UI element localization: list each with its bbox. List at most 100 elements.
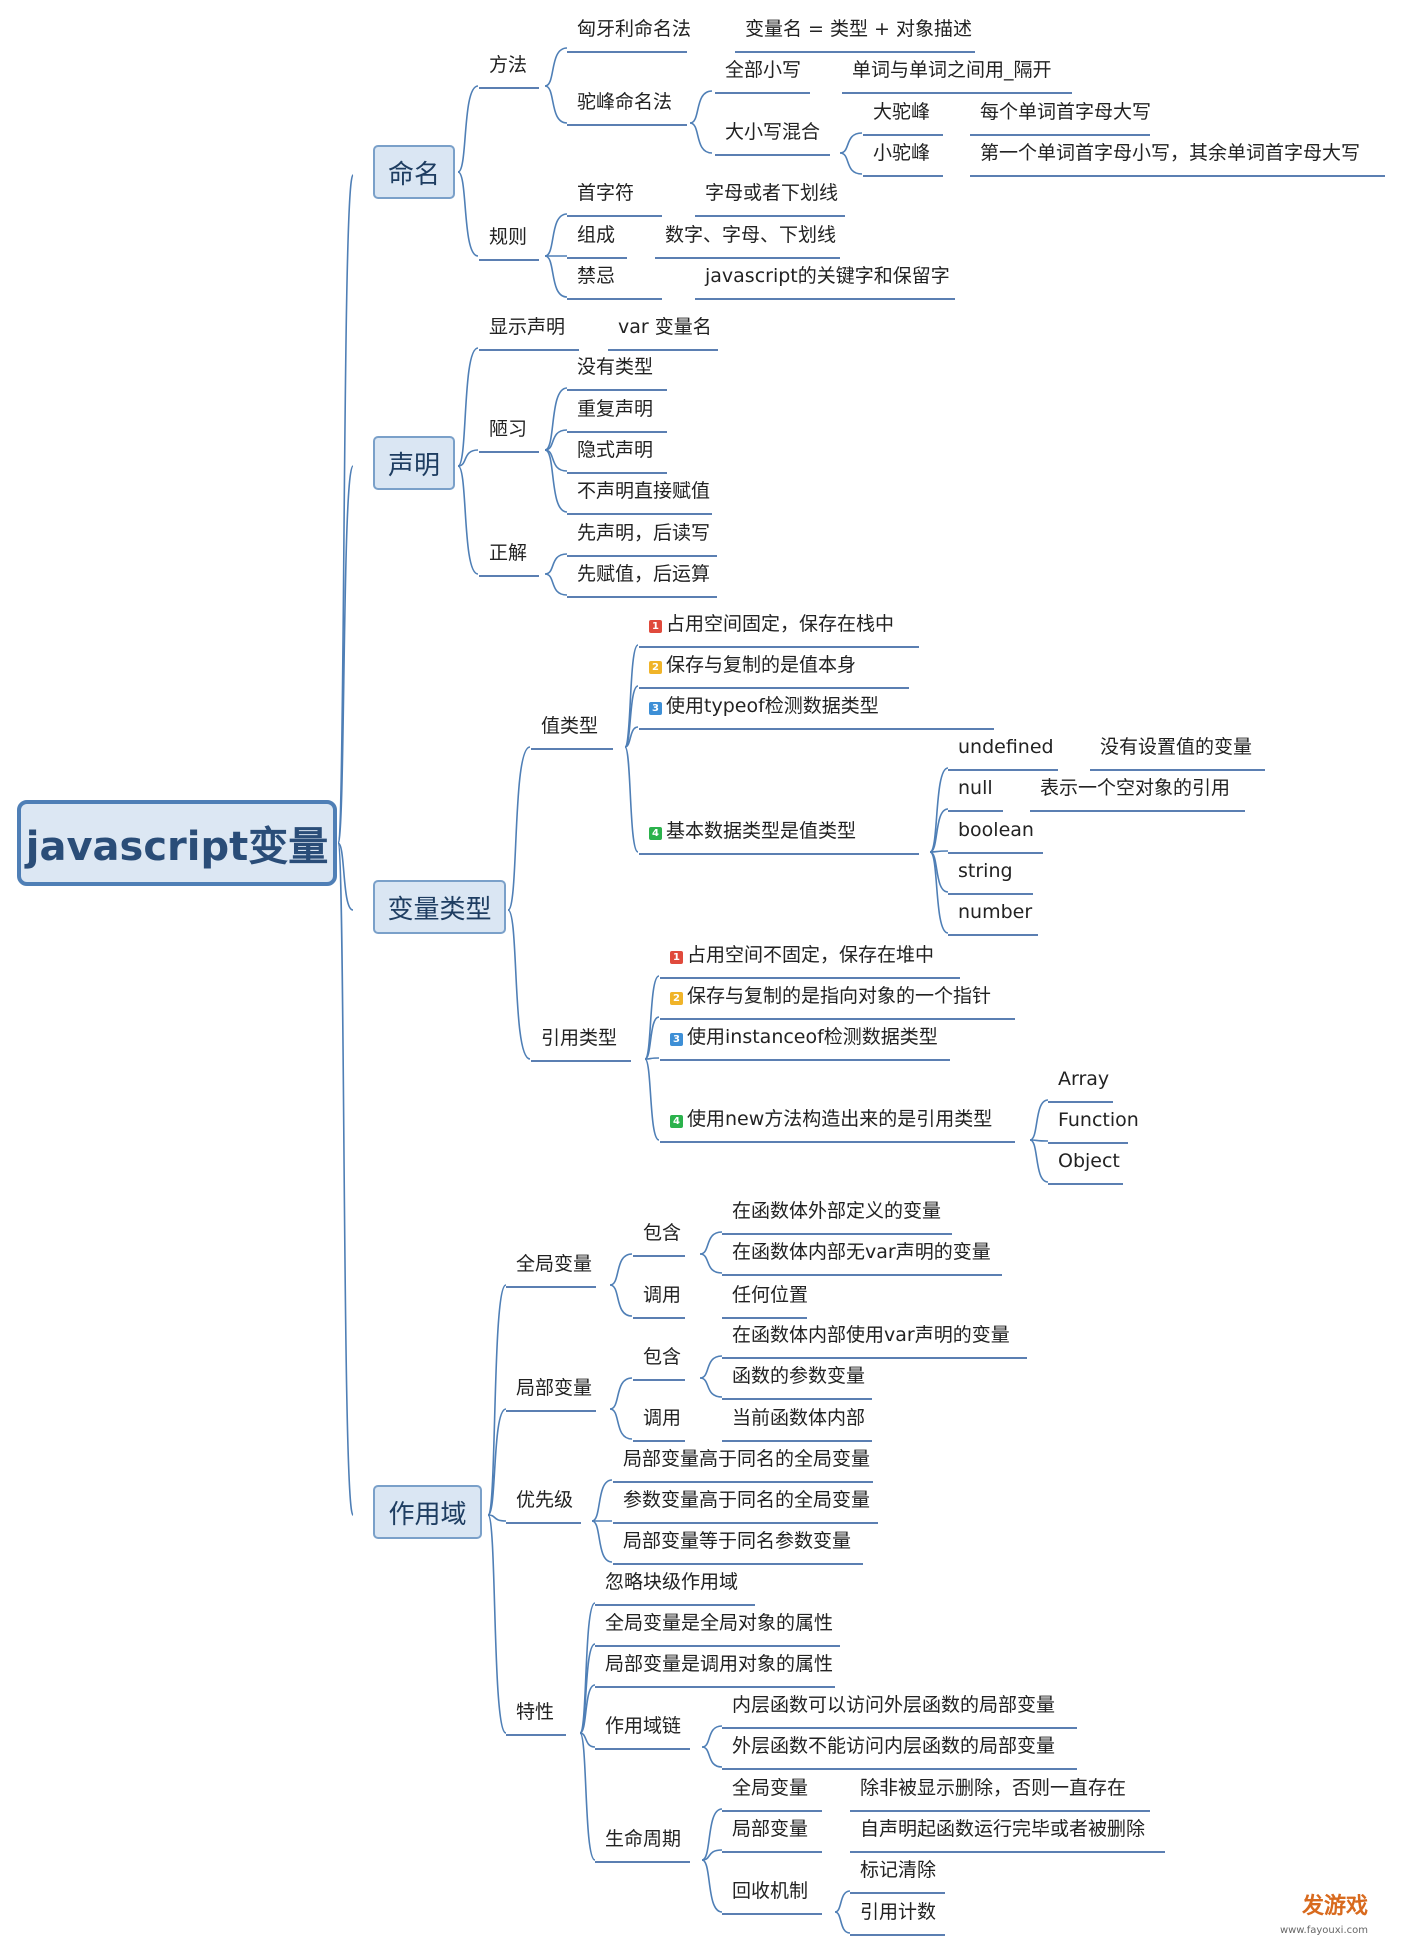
- node-n-first[interactable]: 首字符: [577, 184, 634, 203]
- node-n-method[interactable]: 方法: [489, 56, 527, 75]
- node-underline: [567, 124, 687, 126]
- node-n-taboo[interactable]: 禁忌: [577, 267, 615, 286]
- node-s-g-c2[interactable]: 在函数体内部无var声明的变量: [732, 1243, 991, 1262]
- node-label: null: [958, 777, 993, 799]
- branch-naming[interactable]: 命名: [373, 145, 455, 199]
- node-s-f1[interactable]: 忽略块级作用域: [605, 1573, 738, 1592]
- node-s-gc[interactable]: 回收机制: [732, 1882, 808, 1901]
- node-s-l-c2[interactable]: 函数的参数变量: [732, 1367, 865, 1386]
- node-t-undefined-def[interactable]: 没有设置值的变量: [1100, 738, 1252, 757]
- node-d-explicit-def[interactable]: var 变量名: [618, 318, 712, 337]
- node-s-p2[interactable]: 参数变量高于同名的全局变量: [623, 1491, 870, 1510]
- node-s-f3[interactable]: 局部变量是调用对象的属性: [605, 1655, 833, 1674]
- node-t-boolean[interactable]: boolean: [958, 821, 1034, 840]
- connector: [609, 1377, 633, 1410]
- node-s-l-call-def[interactable]: 当前函数体内部: [732, 1409, 865, 1428]
- node-s-l-contain[interactable]: 包含: [643, 1348, 681, 1367]
- node-n-hungarian[interactable]: 匈牙利命名法: [577, 20, 691, 39]
- node-s-g-c1[interactable]: 在函数体外部定义的变量: [732, 1202, 941, 1221]
- node-underline: [695, 298, 955, 300]
- node-s-life-local-def[interactable]: 自声明起函数运行完毕或者被删除: [860, 1820, 1145, 1839]
- node-d-right2[interactable]: 先赋值，后运算: [577, 565, 710, 584]
- node-t-null-def[interactable]: 表示一个空对象的引用: [1040, 779, 1230, 798]
- node-n-rules[interactable]: 规则: [489, 228, 527, 247]
- node-n-lower-def[interactable]: 单词与单词之间用_隔开: [852, 61, 1052, 80]
- node-underline: [567, 513, 712, 515]
- node-n-camel[interactable]: 驼峰命名法: [577, 93, 672, 112]
- branch-variable-type[interactable]: 变量类型: [373, 880, 506, 934]
- node-t-array[interactable]: Array: [1058, 1070, 1109, 1089]
- node-n-hungarian-def[interactable]: 变量名 = 类型 + 对象描述: [745, 20, 972, 39]
- node-t-string[interactable]: string: [958, 862, 1013, 881]
- node-label: Array: [1058, 1068, 1110, 1090]
- node-n-compose[interactable]: 组成: [577, 226, 615, 245]
- node-t-number[interactable]: number: [958, 903, 1032, 922]
- branch-scope[interactable]: 作用域: [373, 1485, 482, 1539]
- node-s-global[interactable]: 全局变量: [516, 1255, 592, 1274]
- node-s-g-call-def[interactable]: 任何位置: [732, 1286, 808, 1305]
- node-n-smallcamel[interactable]: 小驼峰: [873, 144, 930, 163]
- node-n-bigcamel[interactable]: 大驼峰: [873, 103, 930, 122]
- node-n-smallcamel-def[interactable]: 第一个单词首字母小写，其余单词首字母大写: [980, 144, 1360, 163]
- node-d-bad4[interactable]: 不声明直接赋值: [577, 482, 710, 501]
- node-n-compose-def[interactable]: 数字、字母、下划线: [665, 226, 836, 245]
- node-d-right[interactable]: 正解: [489, 544, 527, 563]
- node-s-f2[interactable]: 全局变量是全局对象的属性: [605, 1614, 833, 1633]
- node-t-undefined[interactable]: undefined: [958, 738, 1054, 757]
- node-s-life-global[interactable]: 全局变量: [732, 1779, 808, 1798]
- node-s-p1[interactable]: 局部变量高于同名的全局变量: [623, 1450, 870, 1469]
- node-s-feature[interactable]: 特性: [516, 1703, 554, 1722]
- node-s-g-contain[interactable]: 包含: [643, 1224, 681, 1243]
- node-s-p3[interactable]: 局部变量等于同名参数变量: [623, 1532, 851, 1551]
- node-label: 显示声明: [489, 316, 566, 338]
- node-t-value[interactable]: 值类型: [541, 717, 598, 736]
- node-n-first-def[interactable]: 字母或者下划线: [705, 184, 838, 203]
- node-d-right1[interactable]: 先声明，后读写: [577, 524, 710, 543]
- node-s-gc2[interactable]: 引用计数: [860, 1903, 936, 1922]
- node-t-object[interactable]: Object: [1058, 1152, 1120, 1171]
- node-d-bad1[interactable]: 没有类型: [577, 358, 653, 377]
- node-s-life-local[interactable]: 局部变量: [732, 1820, 808, 1839]
- node-t-ref[interactable]: 引用类型: [541, 1029, 617, 1048]
- branch-declare[interactable]: 声明: [373, 436, 455, 490]
- node-d-bad2[interactable]: 重复声明: [577, 400, 653, 419]
- node-n-lower[interactable]: 全部小写: [725, 61, 801, 80]
- root-node[interactable]: javascript变量: [17, 800, 337, 886]
- node-n-taboo-def[interactable]: javascript的关键字和保留字: [705, 267, 950, 286]
- connector: [544, 213, 568, 257]
- node-s-l-c1[interactable]: 在函数体内部使用var声明的变量: [732, 1326, 1010, 1345]
- node-s-chain[interactable]: 作用域链: [605, 1717, 681, 1736]
- node-s-life[interactable]: 生命周期: [605, 1830, 681, 1849]
- node-s-life-global-def[interactable]: 除非被显示删除，否则一直存在: [860, 1779, 1126, 1798]
- node-s-chain2[interactable]: 外层函数不能访问内层函数的局部变量: [732, 1737, 1055, 1756]
- node-s-g-call[interactable]: 调用: [643, 1286, 681, 1305]
- node-s-gc1[interactable]: 标记清除: [860, 1861, 936, 1880]
- node-s-priority[interactable]: 优先级: [516, 1491, 573, 1510]
- node-n-mixed[interactable]: 大小写混合: [725, 123, 820, 142]
- node-s-chain1[interactable]: 内层函数可以访问外层函数的局部变量: [732, 1696, 1055, 1715]
- node-t-null[interactable]: null: [958, 779, 993, 798]
- node-label: 隐式声明: [577, 439, 654, 461]
- connector: [579, 1684, 596, 1734]
- node-d-explicit[interactable]: 显示声明: [489, 318, 565, 337]
- node-label: 使用instanceof检测数据类型: [687, 1026, 938, 1048]
- node-d-bad3[interactable]: 隐式声明: [577, 441, 653, 460]
- node-label: 内层函数可以访问外层函数的局部变量: [732, 1694, 1056, 1716]
- node-label: 占用空间不固定，保存在堆中: [687, 944, 935, 966]
- node-s-l-call[interactable]: 调用: [643, 1409, 681, 1428]
- node-d-bad[interactable]: 陋习: [489, 420, 527, 439]
- node-s-local[interactable]: 局部变量: [516, 1379, 592, 1398]
- node-t-function[interactable]: Function: [1058, 1111, 1139, 1130]
- node-label: 小驼峰: [873, 142, 931, 164]
- connector: [929, 850, 949, 853]
- node-n-bigcamel-def[interactable]: 每个单词首字母大写: [980, 103, 1151, 122]
- node-underline: [479, 259, 539, 261]
